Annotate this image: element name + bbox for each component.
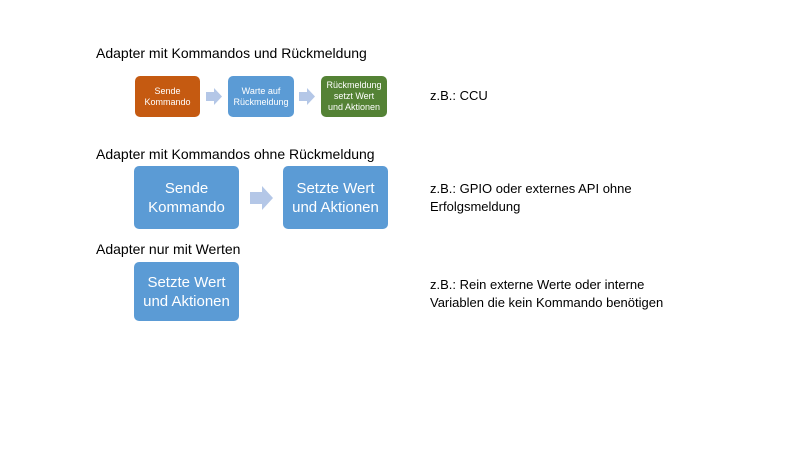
example-gpio: z.B.: GPIO oder externes API ohne Erfolg…: [430, 181, 632, 214]
step-feedback-sets-value: Rückmeldung setzt Wert und Aktionen: [321, 76, 387, 117]
step-label: Sende Kommando: [144, 85, 191, 107]
example-external-values: z.B.: Rein externe Werte oder interne Va…: [430, 277, 664, 310]
section-title-commands-without-feedback: Adapter mit Kommandos ohne Rückmeldung: [96, 146, 375, 162]
step-label: Setzte Wert und Aktionen: [143, 273, 230, 310]
step-send-command: Sende Kommando: [135, 76, 200, 117]
section-title-values-only: Adapter nur mit Werten: [96, 241, 241, 257]
example-ccu: z.B.: CCU: [430, 88, 488, 103]
step-label: Sende Kommando: [148, 179, 225, 216]
step-set-value-and-actions: Setzte Wert und Aktionen: [283, 166, 388, 229]
step-label: Setzte Wert und Aktionen: [292, 179, 379, 216]
arrow-right-icon: [250, 186, 273, 210]
section-title-commands-with-feedback: Adapter mit Kommandos und Rückmeldung: [96, 45, 367, 61]
step-send-command: Sende Kommando: [134, 166, 239, 229]
step-set-value-and-actions: Setzte Wert und Aktionen: [134, 262, 239, 321]
step-label: Rückmeldung setzt Wert und Aktionen: [326, 80, 382, 112]
arrow-right-icon: [206, 88, 222, 105]
arrow-right-icon: [299, 88, 315, 105]
step-label: Warte auf Rückmeldung: [233, 85, 289, 107]
step-wait-for-feedback: Warte auf Rückmeldung: [228, 76, 294, 117]
